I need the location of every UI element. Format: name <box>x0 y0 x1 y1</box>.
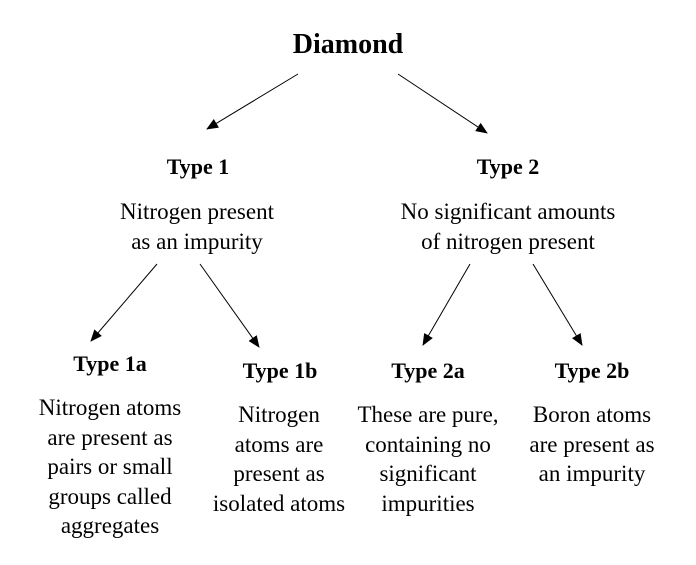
type1a-description-line: aggregates <box>60 513 160 538</box>
diamond-title: Diamond <box>292 29 404 60</box>
arrow-type2-to-type2b <box>532 263 583 346</box>
type2a-description-line: containing no <box>365 431 491 457</box>
type2b-title: Type 2b <box>554 358 630 383</box>
type1a-title: Type 1a <box>73 351 147 376</box>
arrow-type1-to-type1a <box>90 263 158 342</box>
type1-description-line: Nitrogen present <box>120 199 274 224</box>
type1b-description-line: atoms are <box>234 431 324 457</box>
type2-description: No significant amounts of nitrogen prese… <box>368 197 648 256</box>
arrow-type1-to-type1b <box>199 263 260 348</box>
type1b-description-line: isolated atoms <box>212 490 346 516</box>
type2b-description-line: an impurity <box>538 461 646 486</box>
type1a-description-line: pairs or small <box>47 454 173 479</box>
arrow-diamond-to-type1 <box>206 73 299 130</box>
arrow-type2-to-type2a <box>422 263 471 346</box>
type1-description: Nitrogen present as an impurity <box>77 197 317 256</box>
type2b-description: Boron atoms are present as an impurity <box>512 400 672 489</box>
type2a-description: These are pure, containing no significan… <box>346 400 510 518</box>
type1a-description-line: groups called <box>48 483 172 509</box>
type2a-description-line: These are pure, <box>357 402 499 427</box>
type2-description-line: of nitrogen present <box>421 228 595 254</box>
arrow-diamond-to-type2 <box>397 73 488 134</box>
type2-description-line: No significant amounts <box>400 199 616 224</box>
type1b-description-line: present as <box>233 461 325 486</box>
type2a-description-line: impurities <box>381 490 475 516</box>
type1b-description: Nitrogen atoms are present as isolated a… <box>198 400 360 518</box>
type2b-description-line: Boron atoms <box>532 402 652 427</box>
type1b-description-line: Nitrogen <box>238 402 320 427</box>
type2a-title: Type 2a <box>391 358 465 383</box>
type2b-description-line: are present as <box>529 431 655 457</box>
type2a-description-line: significant <box>379 461 477 486</box>
type1a-description: Nitrogen atoms are present as pairs or s… <box>5 393 215 541</box>
type1b-title: Type 1b <box>242 358 318 383</box>
type1-title: Type 1 <box>166 154 230 179</box>
type1a-description-line: are present as <box>47 424 173 450</box>
type1a-description-line: Nitrogen atoms <box>38 395 182 420</box>
type2-title: Type 2 <box>476 154 540 179</box>
type1-description-line: as an impurity <box>131 228 263 254</box>
